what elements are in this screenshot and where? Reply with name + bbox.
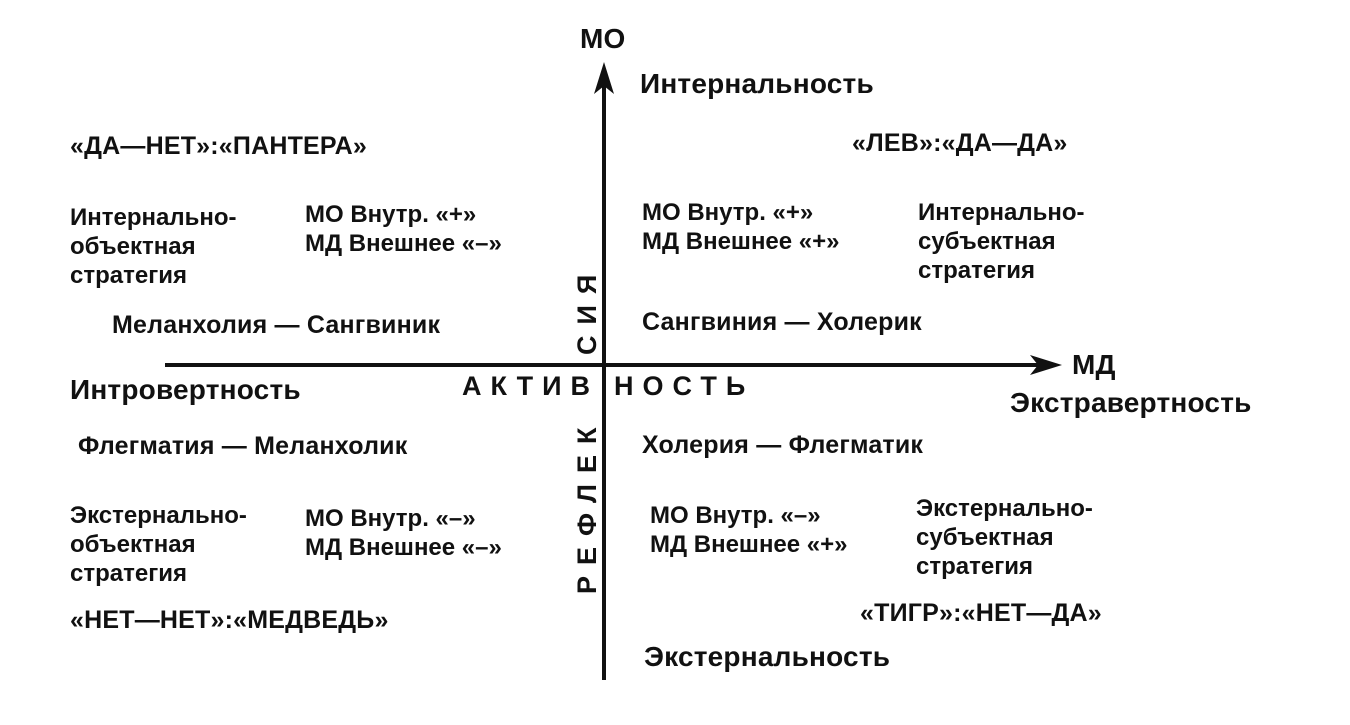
- mo-sign: МО Внутр. «–»: [305, 505, 476, 532]
- vertical-axis-arrowhead: [594, 62, 614, 94]
- md-sign: МД Внешнее «+»: [650, 531, 848, 558]
- strategy-external-object: Экстернально- объектная стратегия: [70, 501, 247, 588]
- md-sign: МД Внешнее «–»: [305, 230, 502, 257]
- strategy-external-subject: Экстернально- субъектная стратегия: [916, 494, 1093, 581]
- right-pole-label: Экстравертность: [1010, 387, 1252, 418]
- signs-bottom-left: МО Внутр. «–» МД Внешнее «–»: [305, 504, 502, 562]
- strategy-line: стратегия: [70, 262, 187, 289]
- strategy-line: объектная: [70, 531, 196, 558]
- type-label-bear: «НЕТ—НЕТ»:«МЕДВЕДЬ»: [70, 606, 389, 634]
- horizontal-axis-label: МД: [1072, 349, 1116, 380]
- mo-sign: МО Внутр. «+»: [642, 199, 814, 226]
- strategy-line: стратегия: [916, 553, 1033, 580]
- mo-sign: МО Внутр. «–»: [650, 502, 821, 529]
- activity-label-left: АКТИВ: [462, 371, 600, 401]
- type-label-lion: «ЛЕВ»:«ДА—ДА»: [852, 129, 1068, 157]
- temperament-bottom-right: Холерия — Флегматик: [642, 431, 924, 459]
- strategy-line: объектная: [70, 233, 196, 260]
- top-pole-label: Интернальность: [640, 68, 874, 99]
- type-label-panther: «ДА—НЕТ»:«ПАНТЕРА»: [70, 132, 367, 160]
- strategy-line: стратегия: [70, 560, 187, 587]
- reflexion-label-upper: СИЯ: [572, 263, 602, 355]
- strategy-line: Интернально-: [70, 204, 237, 231]
- strategy-line: Экстернально-: [916, 495, 1093, 522]
- strategy-line: субъектная: [916, 524, 1054, 551]
- mo-sign: МО Внутр. «+»: [305, 201, 477, 228]
- signs-bottom-right: МО Внутр. «–» МД Внешнее «+»: [650, 501, 848, 559]
- temperament-bottom-left: Флегматия — Меланхолик: [78, 432, 408, 460]
- reflexion-label-lower: РЕФЛЕК: [572, 416, 602, 594]
- md-sign: МД Внешнее «+»: [642, 228, 840, 255]
- strategy-internal-subject: Интернально- субъектная стратегия: [918, 198, 1085, 285]
- temperament-top-left: Меланхолия — Сангвиник: [112, 311, 441, 339]
- signs-top-right: МО Внутр. «+» МД Внешнее «+»: [642, 198, 840, 256]
- strategy-line: субъектная: [918, 228, 1056, 255]
- type-label-tiger: «ТИГР»:«НЕТ—ДА»: [860, 599, 1102, 627]
- vertical-axis-label: МО: [580, 23, 626, 54]
- bottom-pole-label: Экстернальность: [644, 641, 891, 672]
- strategy-line: стратегия: [918, 257, 1035, 284]
- strategy-line: Интернально-: [918, 199, 1085, 226]
- temperament-top-right: Сангвиния — Холерик: [642, 308, 922, 336]
- left-pole-label: Интровертность: [70, 374, 301, 405]
- signs-top-left: МО Внутр. «+» МД Внешнее «–»: [305, 200, 502, 258]
- md-sign: МД Внешнее «–»: [305, 534, 502, 561]
- horizontal-axis-arrowhead: [1030, 355, 1062, 375]
- strategy-line: Экстернально-: [70, 502, 247, 529]
- activity-label-right: НОСТЬ: [614, 371, 755, 401]
- strategy-internal-object: Интернально- объектная стратегия: [70, 203, 237, 290]
